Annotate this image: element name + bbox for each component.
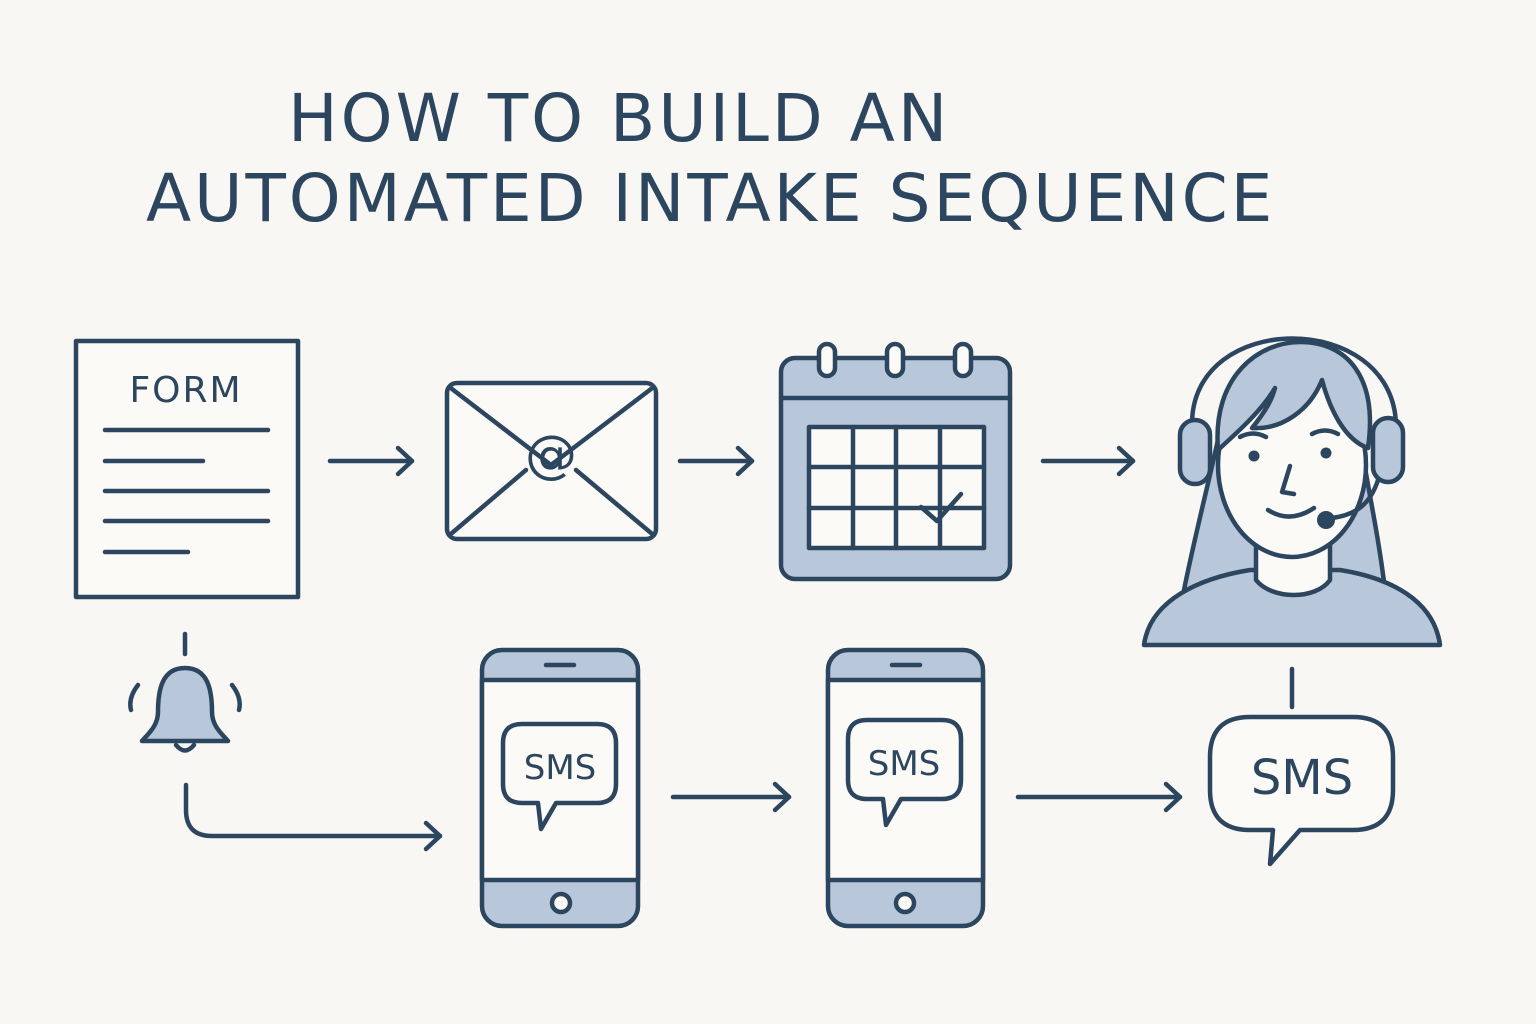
smartphone-sms-icon-1: SMS [479,647,641,929]
email-envelope-icon: @ [444,380,659,542]
form-label: FORM [129,370,242,411]
title-line-2: AUTOMATED INTAKE SEQUENCE [146,160,1276,237]
arrow-form-to-email [327,445,415,477]
sms-speech-bubble-icon: SMS [1207,714,1396,867]
form-document-icon: FORM [73,338,301,600]
arrow-bell-to-phone [183,782,443,852]
arrow-email-to-calendar [677,445,755,477]
arrow-phone1-to-phone2 [670,781,792,813]
title-line-1: HOW TO BUILD AN [288,80,951,157]
calendar-check-icon [778,341,1013,582]
at-sign-label: @ [525,425,577,485]
sms-bubble-label: SMS [1251,750,1353,806]
support-agent-headset-icon [1141,336,1443,648]
phone2-sms-label: SMS [868,744,941,784]
arrow-phone2-to-sms [1015,781,1183,813]
phone1-sms-label: SMS [524,748,597,788]
smartphone-sms-icon-2: SMS [825,647,986,929]
notification-bell-icon [128,631,242,753]
arrow-calendar-to-agent [1040,445,1136,477]
